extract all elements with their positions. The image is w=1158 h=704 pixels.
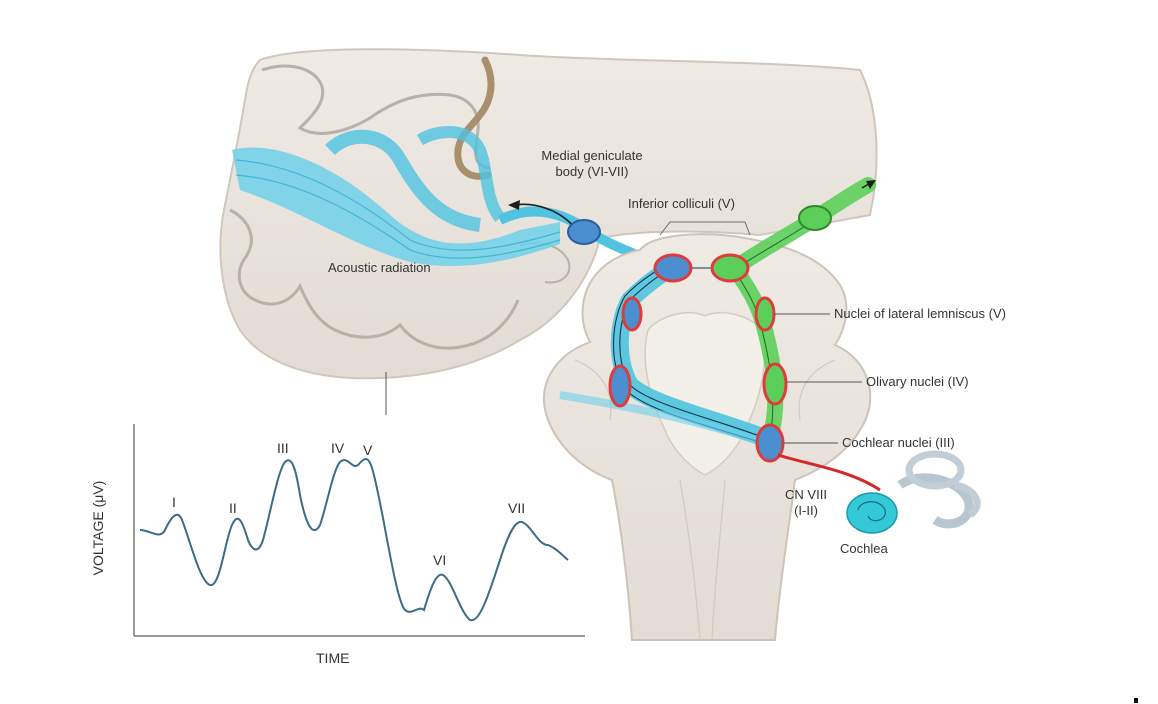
leader-lines: [385, 313, 862, 444]
inferior-colliculus-right: [710, 253, 750, 283]
abr-waveform-plot: [133, 424, 585, 637]
cn-viii-label: CN VIII (I-II): [778, 487, 834, 519]
abr-waveform-trace: [139, 458, 569, 622]
medial-geniculate-line1: Medial geniculate: [541, 148, 643, 163]
olivary-nuclei-label: Olivary nuclei (IV): [866, 374, 969, 389]
cochlea-structure: [846, 450, 981, 534]
peak-label-iv: IV: [331, 440, 345, 456]
brainstem: [543, 221, 872, 641]
peak-label-vi: VI: [433, 552, 447, 568]
cn-viii-line2: (I-II): [794, 503, 818, 518]
inferior-colliculi-label: Inferior colliculi (V): [628, 196, 735, 211]
upper-green-nucleus: [798, 205, 832, 231]
peak-label-v: V: [363, 442, 373, 458]
lateral-lemniscus-right: [754, 296, 776, 332]
peak-label-ii: II: [229, 500, 237, 516]
medial-geniculate-label: Medial geniculate body (VI-VII): [532, 148, 652, 180]
peak-label-vii: VII: [508, 500, 526, 516]
lateral-lemniscus-left: [621, 296, 643, 332]
nuclei-lateral-lemniscus-label: Nuclei of lateral lemniscus (V): [834, 306, 1006, 321]
medial-geniculate-nucleus: [567, 219, 601, 245]
voltage-axis-label: VOLTAGE (μV): [90, 480, 106, 576]
acoustic-radiation-label: Acoustic radiation: [328, 260, 431, 275]
nuclei-group: [608, 253, 788, 463]
medial-geniculate-line2: body (VI-VII): [555, 164, 629, 179]
cn-viii-nerve: [777, 453, 881, 492]
peak-label-i: I: [172, 494, 176, 510]
cochlea-label: Cochlea: [840, 541, 888, 556]
time-axis-label: TIME: [316, 650, 350, 666]
olivary-nucleus-left: [608, 364, 632, 408]
cochlear-nuclei-label: Cochlear nuclei (III): [842, 435, 955, 450]
peak-label-iii: III: [277, 440, 289, 456]
cn-viii-line1: CN VIII: [785, 487, 827, 502]
corner-dot: [1134, 698, 1138, 703]
inferior-colliculus-left: [653, 253, 693, 283]
olivary-nucleus-right: [762, 362, 788, 406]
